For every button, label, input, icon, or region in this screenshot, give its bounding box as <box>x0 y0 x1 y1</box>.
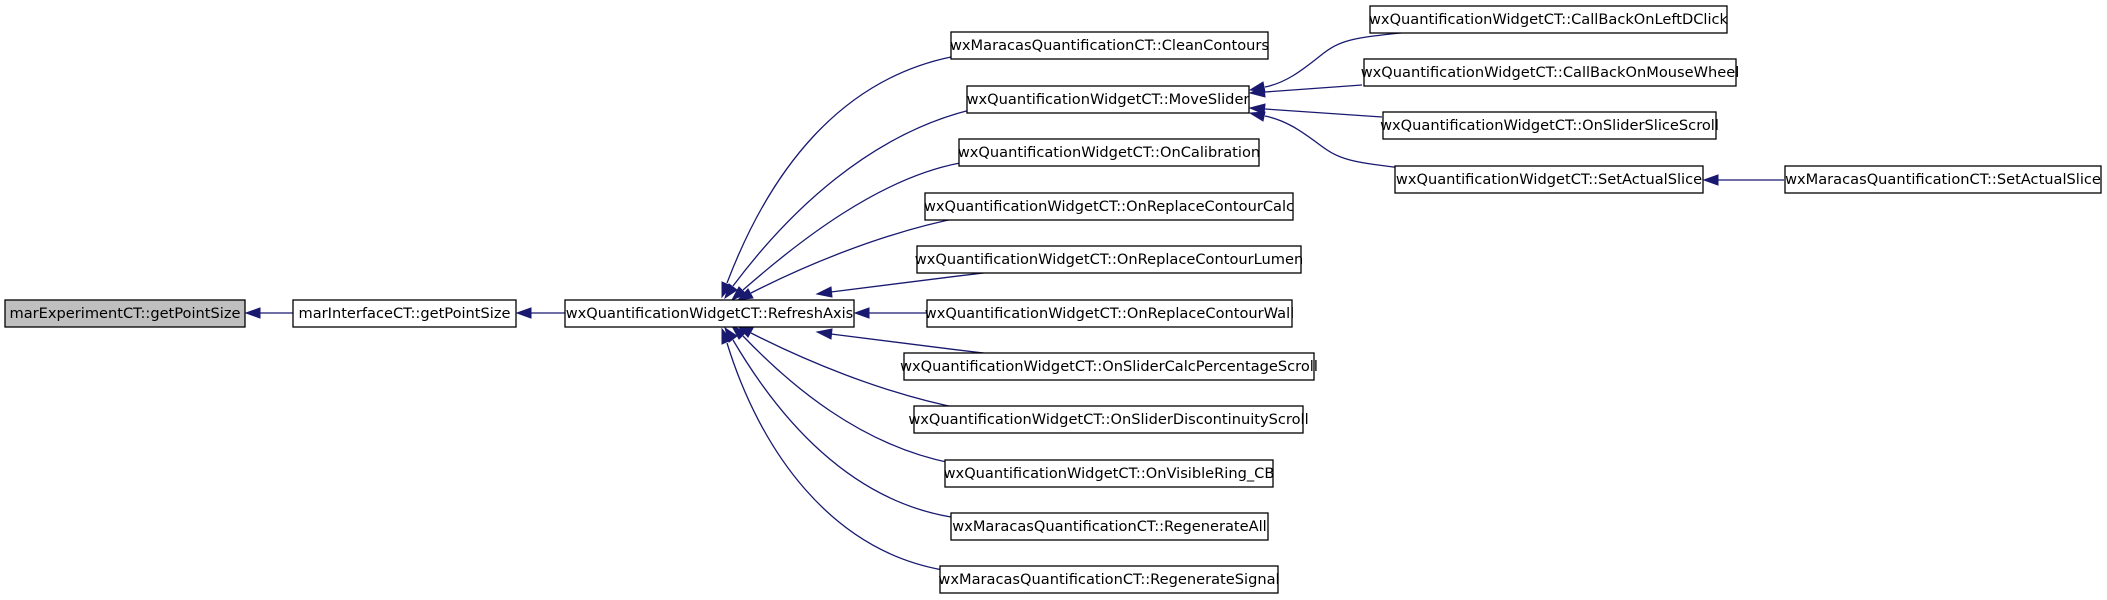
node-marinterfacect-getpointsize[interactable]: marInterfaceCT::getPointSize <box>292 299 517 328</box>
svg-text:wxQuantificationWidgetCT::OnSl: wxQuantificationWidgetCT::OnSliderCalcPe… <box>900 358 1318 375</box>
edge-onslidercalcpercentagescroll-to-refreshaxis <box>815 328 1001 356</box>
svg-text:wxQuantificationWidgetCT::OnRe: wxQuantificationWidgetCT::OnReplaceConto… <box>915 251 1303 268</box>
edge-maracas-setactualslice-to-widget-setactualslice <box>1702 174 1784 186</box>
node-cleancontours[interactable]: wxMaracasQuantificationCT::CleanContours <box>950 31 1269 60</box>
node-onreplacecontourlumen[interactable]: wxQuantificationWidgetCT::OnReplaceConto… <box>915 245 1303 274</box>
svg-text:wxQuantificationWidgetCT::Call: wxQuantificationWidgetCT::CallBackOnLeft… <box>1369 11 1729 28</box>
function-nodes: marExperimentCT::getPointSize marInterfa… <box>4 5 2102 594</box>
edge-oncalibration-to-refreshaxis <box>730 162 961 302</box>
edge-moveslider-to-refreshaxis <box>724 109 971 300</box>
svg-text:wxQuantificationWidgetCT::OnSl: wxQuantificationWidgetCT::OnSliderSliceS… <box>1380 117 1719 134</box>
svg-text:marExperimentCT::getPointSize: marExperimentCT::getPointSize <box>10 305 241 322</box>
edge-onvisiblering-cb-to-refreshaxis <box>730 324 952 464</box>
edge-onreplacecontourcalc-to-refreshaxis <box>736 216 964 301</box>
svg-text:wxQuantificationWidgetCT::OnSl: wxQuantificationWidgetCT::OnSliderDiscon… <box>908 411 1308 428</box>
node-maracas-setactualslice[interactable]: wxMaracasQuantificationCT::SetActualSlic… <box>1784 165 2102 194</box>
edge-setactualslice-to-moveslider <box>1248 111 1411 170</box>
svg-text:wxQuantificationWidgetCT::OnCa: wxQuantificationWidgetCT::OnCalibration <box>958 144 1260 161</box>
edge-onreplacecontourlumen-to-refreshaxis <box>815 270 1001 298</box>
svg-text:marInterfaceCT::getPointSize: marInterfaceCT::getPointSize <box>299 305 511 322</box>
svg-text:wxQuantificationWidgetCT::Refr: wxQuantificationWidgetCT::RefreshAxis <box>566 305 854 322</box>
svg-text:wxQuantificationWidgetCT::OnVi: wxQuantificationWidgetCT::OnVisibleRing_… <box>944 465 1275 482</box>
node-onreplacecontourwall[interactable]: wxQuantificationWidgetCT::OnReplaceConto… <box>925 299 1294 328</box>
call-edges <box>244 31 1784 571</box>
node-onvisiblering-cb[interactable]: wxQuantificationWidgetCT::OnVisibleRing_… <box>944 459 1275 488</box>
node-moveslider[interactable]: wxQuantificationWidgetCT::MoveSlider <box>966 85 1250 114</box>
node-callbackonleftdclick[interactable]: wxQuantificationWidgetCT::CallBackOnLeft… <box>1369 5 1729 34</box>
svg-text:wxMaracasQuantificationCT::Set: wxMaracasQuantificationCT::SetActualSlic… <box>1785 171 2101 188</box>
edge-regeneratesignal-to-refreshaxis <box>721 327 944 571</box>
node-marexperimentct-getpointsize[interactable]: marExperimentCT::getPointSize <box>4 299 246 328</box>
svg-text:wxQuantificationWidgetCT::SetA: wxQuantificationWidgetCT::SetActualSlice <box>1396 171 1702 188</box>
node-widget-setactualslice[interactable]: wxQuantificationWidgetCT::SetActualSlice <box>1394 165 1704 194</box>
svg-text:wxQuantificationWidgetCT::OnRe: wxQuantificationWidgetCT::OnReplaceConto… <box>925 305 1294 322</box>
node-oncalibration[interactable]: wxQuantificationWidgetCT::OnCalibration <box>958 138 1260 167</box>
node-onslidercalcpercentagescroll[interactable]: wxQuantificationWidgetCT::OnSliderCalcPe… <box>900 352 1318 381</box>
svg-text:wxQuantificationWidgetCT::Call: wxQuantificationWidgetCT::CallBackOnMous… <box>1361 64 1740 81</box>
node-regenerateall[interactable]: wxMaracasQuantificationCT::RegenerateAll <box>950 512 1269 541</box>
edge-onsliderslicescroll-to-moveslider <box>1248 103 1383 118</box>
edge-getpointsize-interface-to-experiment <box>244 307 293 319</box>
node-refreshaxis[interactable]: wxQuantificationWidgetCT::RefreshAxis <box>564 299 855 328</box>
edge-callbackonmousewheel-to-moveslider <box>1248 84 1363 98</box>
node-callbackonmousewheel[interactable]: wxQuantificationWidgetCT::CallBackOnMous… <box>1361 58 1740 87</box>
svg-text:wxQuantificationWidgetCT::OnRe: wxQuantificationWidgetCT::OnReplaceConto… <box>924 198 1294 215</box>
edge-onreplacecontourwall-to-refreshaxis <box>853 307 927 319</box>
node-onsliderslicescroll[interactable]: wxQuantificationWidgetCT::OnSliderSliceS… <box>1380 111 1719 140</box>
node-onreplacecontourcalc[interactable]: wxQuantificationWidgetCT::OnReplaceConto… <box>924 192 1294 221</box>
node-onsliderdiscontinuityscroll[interactable]: wxQuantificationWidgetCT::OnSliderDiscon… <box>908 405 1309 434</box>
edge-refreshaxis-to-interface-getpointsize <box>515 307 565 319</box>
svg-text:wxMaracasQuantificationCT::Reg: wxMaracasQuantificationCT::RegenerateSig… <box>938 571 1279 588</box>
node-regeneratesignal[interactable]: wxMaracasQuantificationCT::RegenerateSig… <box>938 565 1280 594</box>
svg-text:wxQuantificationWidgetCT::Move: wxQuantificationWidgetCT::MoveSlider <box>967 91 1250 108</box>
svg-text:wxMaracasQuantificationCT::Reg: wxMaracasQuantificationCT::RegenerateAll <box>952 518 1266 535</box>
svg-text:wxMaracasQuantificationCT::Cle: wxMaracasQuantificationCT::CleanContours <box>950 37 1269 54</box>
